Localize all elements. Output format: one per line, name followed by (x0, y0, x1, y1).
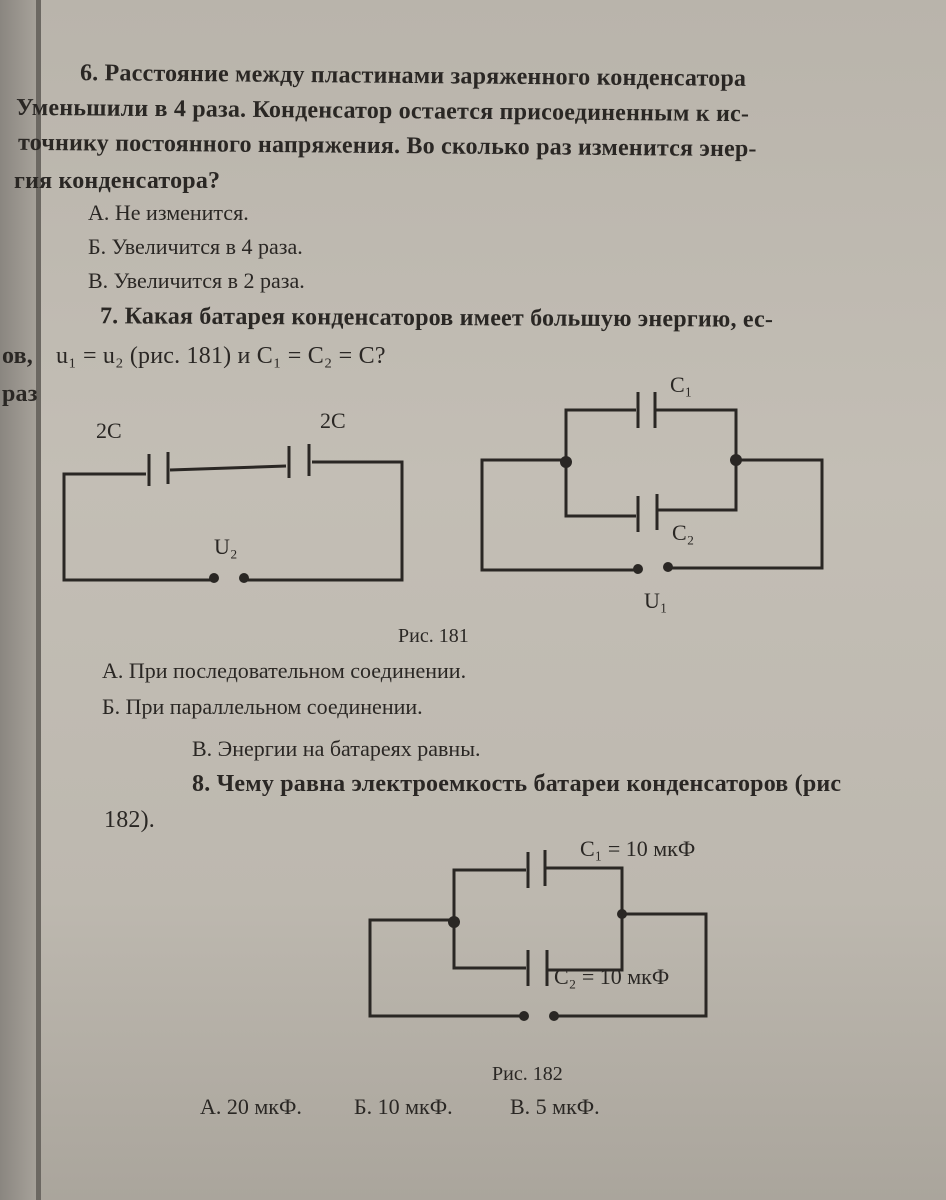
q8-option-b: Б. 10 мкФ. (354, 1094, 453, 1119)
q7-option-b: Б. При параллельном соединении. (102, 694, 423, 719)
fig182-terminal-left (519, 1011, 529, 1021)
series-terminal-right (239, 573, 249, 583)
fig182-branch-left (452, 868, 526, 970)
fig182-c2-label: C₂ = 10 мкФ (554, 964, 670, 989)
fig182-c1-label: C₁ = 10 мкФ (580, 836, 696, 861)
parallel-c1-label: C₁ (670, 372, 693, 397)
q6-option-a: А. Не изменится. (88, 200, 249, 225)
parallel-voltage-label: U₁ (644, 588, 668, 613)
q8-option-a: А. 20 мкФ. (200, 1094, 302, 1119)
q7-option-c: В. Энергии на батареях равны. (192, 736, 481, 761)
margin-fragment-2: раз (2, 381, 38, 407)
parallel-terminal-left (633, 564, 643, 574)
page-fold (36, 0, 41, 1200)
parallel-outer-wire (480, 458, 636, 572)
q8-line-1: 8. Чему равна электроемкость батареи кон… (192, 771, 842, 797)
q7-line-2: u₁ = u₂ (рис. 181) и C₁ = C₂ = C? (56, 343, 386, 369)
fig182-node-right (617, 909, 627, 919)
fig182-node-left (448, 916, 460, 928)
series-capacitor-label-2: 2C (320, 408, 346, 433)
fig182-branch-right (546, 866, 624, 972)
q8-option-c: В. 5 мкФ. (510, 1094, 600, 1119)
q6-option-c: В. Увеличится в 2 раза. (88, 268, 305, 293)
fig182-outer-left (368, 918, 524, 1018)
parallel-outer-wire-right (668, 458, 824, 570)
parallel-terminal-right (663, 562, 673, 572)
fig182-terminal-right (549, 1011, 559, 1021)
book-page (38, 0, 946, 1200)
adjacent-page (0, 0, 38, 1200)
figure-182-caption: Рис. 182 (492, 1063, 563, 1085)
q8-line-2: 182). (104, 807, 155, 833)
series-capacitor-label-1: 2C (96, 418, 122, 443)
parallel-node-left (560, 456, 572, 468)
figure-181-caption: Рис. 181 (398, 625, 469, 647)
series-wire-bottom-right (244, 460, 404, 582)
fig182-outer-right (554, 912, 708, 1018)
series-wire-top-left (62, 472, 214, 582)
parallel-c2-label: C₂ (672, 520, 695, 545)
series-wire-middle (169, 464, 287, 472)
q6-option-b: Б. Увеличится в 4 раза. (88, 234, 303, 259)
series-terminal-left (209, 573, 219, 583)
q7-option-a: А. При последовательном соединении. (102, 658, 467, 683)
margin-fragment-1: ов, (2, 343, 33, 369)
series-voltage-label: U₂ (214, 534, 238, 559)
q6-line-4: гия конденсатора? (14, 168, 221, 194)
parallel-node-right (730, 454, 742, 466)
